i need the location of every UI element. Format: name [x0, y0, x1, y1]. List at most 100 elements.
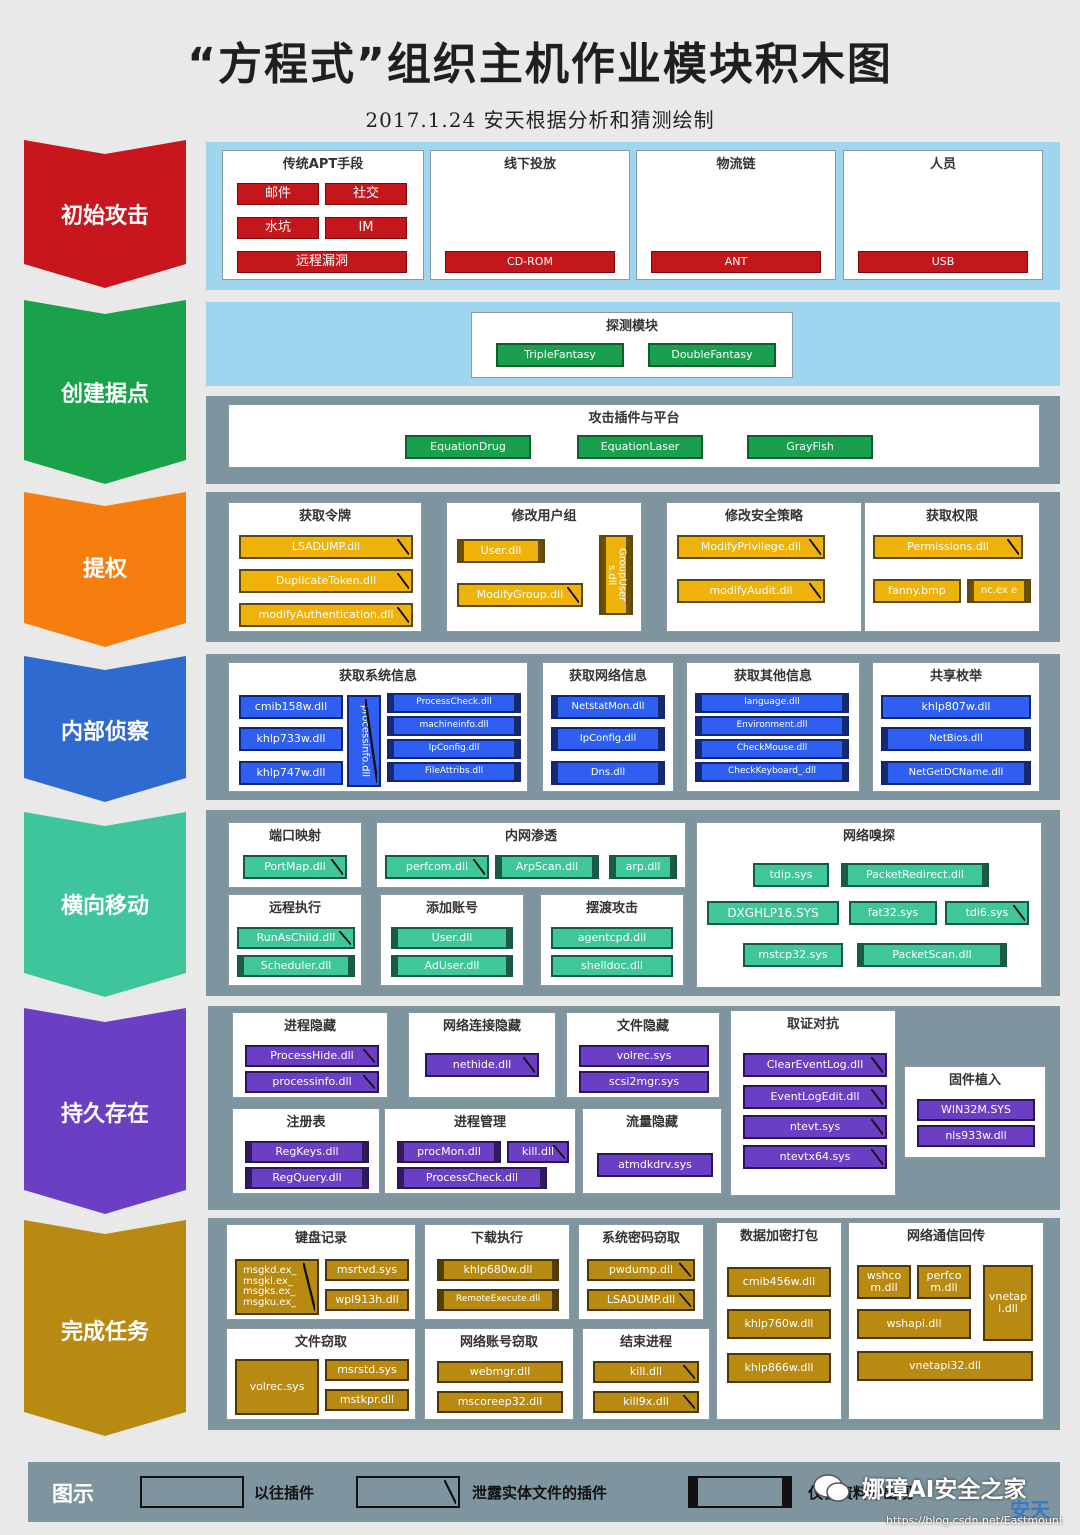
sniff-item: tdi6.sys [945, 901, 1029, 925]
forensic-item: ntevtx64.sys [743, 1145, 887, 1169]
registry-box: 注册表 RegKeys.dll RegQuery.dll [232, 1108, 380, 1194]
sysinfo-item: machineinfo.dll [387, 716, 521, 736]
probe-item: DoubleFantasy [648, 343, 776, 367]
sysinfo-item: IpConfig.dll [387, 739, 521, 759]
sysinfo-box: 获取系统信息 cmib158w.dll khlp733w.dll khlp747… [228, 662, 528, 792]
killproc-box: 结束进程 kill.dll kill9x.dll [582, 1328, 710, 1420]
portmap-title: 端口映射 [268, 829, 321, 844]
sniff-item: PacketRedirect.dll [841, 863, 989, 887]
apt-item: 水坑 [237, 217, 319, 239]
ferry-box: 摆渡攻击 agentcpd.dll shelldoc.dll [540, 894, 684, 986]
ferry-item: shelldoc.dll [551, 955, 673, 977]
pwdsteal-title: 系统密码窃取 [601, 1231, 680, 1246]
prochide-box: 进程隐藏 ProcessHide.dll processinfo.dll [232, 1012, 388, 1098]
sysinfo-item: khlp733w.dll [239, 727, 343, 751]
page-title: “方程式”组织主机作业模块积木图 [187, 39, 893, 90]
encrypt-item: cmib456w.dll [727, 1267, 831, 1297]
group-item: User.dll [457, 539, 545, 563]
perm-box: 获取权限 Permissions.dll fanny.bmp nc.ex e [864, 502, 1040, 632]
intranet-title: 内网渗透 [504, 829, 557, 844]
wechat-icon [812, 1472, 852, 1504]
probe-panel: 探测模块 TripleFantasy DoubleFantasy [206, 302, 1060, 386]
forensic-item: EventLogEdit.dll [743, 1085, 887, 1109]
stage-label: 内部侦察 [60, 720, 149, 745]
platform-item: EquationLaser [577, 435, 703, 459]
token-item: modifyAuthentication.dll [239, 603, 413, 627]
killproc-title: 结束进程 [619, 1335, 672, 1350]
otherinfo-title: 获取其他信息 [733, 669, 812, 684]
procmgmt-item: kill.dll [507, 1141, 569, 1163]
legend-label-leaked: 泄露实体文件的插件 [472, 1484, 608, 1502]
legend-title: 图示 [52, 1482, 94, 1506]
stage-escalation: 提权 [24, 492, 186, 647]
perm-title: 获取权限 [925, 509, 978, 524]
sysinfo-item: ProcessCheck.dll [387, 693, 521, 713]
intranet-item: perfcom.dll [385, 855, 489, 879]
killproc-item: kill9x.dll [593, 1391, 699, 1413]
recon-panel: 获取系统信息 cmib158w.dll khlp733w.dll khlp747… [206, 654, 1060, 800]
platform-title: 攻击插件与平台 [588, 411, 680, 426]
sysinfo-item: khlp747w.dll [239, 761, 343, 785]
netcomm-box: 网络通信回传 wshco m.dll perfco m.dll vnetap i… [848, 1222, 1044, 1420]
procmgmt-item: procMon.dll [397, 1141, 501, 1163]
registry-title: 注册表 [286, 1115, 326, 1130]
filesteal-item: volrec.sys [235, 1359, 319, 1415]
download-item: RemoteExecute.dll [437, 1289, 559, 1311]
watermark-text: 娜璋AI安全之家 [862, 1477, 1027, 1503]
sniff-item: tdip.sys [753, 863, 829, 887]
acctsteal-item: webmgr.dll [437, 1361, 563, 1383]
flowhide-box: 流量隐藏 atmdkdrv.sys [582, 1108, 722, 1194]
stage-complete: 完成任务 [24, 1220, 186, 1436]
intranet-item: ArpScan.dll [495, 855, 599, 879]
netcomm-item: wshapi.dll [857, 1309, 971, 1339]
token-title: 获取令牌 [298, 509, 351, 524]
forensic-item: ntevt.sys [743, 1115, 887, 1139]
netinfo-item: IpConfig.dll [551, 727, 665, 751]
filehide-title: 文件隐藏 [616, 1019, 669, 1034]
sniff-box: 网络嗅探 tdip.sys PacketRedirect.dll DXGHLP1… [696, 822, 1042, 988]
netconnhide-box: 网络连接隐藏 nethide.dll [408, 1012, 556, 1098]
personnel-box: 人员 USB [843, 150, 1043, 280]
filesteal-item: msrstd.sys [325, 1359, 409, 1381]
token-item: LSADUMP.dll [239, 535, 413, 559]
account-item: User.dll [391, 927, 513, 949]
share-item: NetBios.dll [881, 727, 1031, 751]
download-item: khlp680w.dll [437, 1259, 559, 1281]
netinfo-title: 获取网络信息 [568, 669, 647, 684]
group-item: ModifyGroup.dll [457, 583, 583, 607]
stage-label: 横向移动 [60, 894, 149, 919]
sysinfo-vertical: processinfo.dll [347, 695, 381, 787]
pwdsteal-box: 系统密码窃取 pwdump.dll LSADUMP.dll [578, 1224, 704, 1320]
token-item: DuplicateToken.dll [239, 569, 413, 593]
filesteal-item: mstkpr.dll [325, 1389, 409, 1411]
sniff-item: PacketScan.dll [857, 943, 1007, 967]
sniff-item: mstcp32.sys [743, 943, 843, 967]
netcomm-item: vnetapi32.dll [857, 1351, 1033, 1381]
apt-item: IM [325, 217, 407, 239]
remote-title: 远程执行 [268, 901, 321, 916]
firmware-box: 固件植入 WIN32M.SYS nls933w.dll [904, 1066, 1046, 1158]
stage-label: 完成任务 [60, 1320, 149, 1345]
apt-box: 传统APT手段 邮件 社交 水坑 IM 远程漏洞 [222, 150, 424, 280]
filesteal-box: 文件窃取 volrec.sys msrstd.sys mstkpr.dll [226, 1328, 416, 1420]
legend-swatch-leaked [356, 1476, 460, 1508]
stage-foothold: 创建据点 [24, 300, 186, 484]
stage-label: 初始攻击 [60, 204, 149, 229]
page-subtitle: 2017.1.24 安天根据分析和猜测绘制 [365, 108, 715, 132]
filehide-item: scsi2mgr.sys [579, 1071, 709, 1093]
portmap-box: 端口映射 PortMap.dll [228, 822, 362, 888]
legend-swatch-docs [688, 1476, 792, 1508]
apt-item: 远程漏洞 [237, 251, 407, 273]
personnel-title: 人员 [929, 157, 956, 172]
probe-title: 探测模块 [605, 319, 658, 334]
stage-initial-attack: 初始攻击 [24, 140, 186, 288]
sniff-title: 网络嗅探 [842, 829, 895, 844]
group-item-vertical: GroupUser s.dll [599, 535, 633, 615]
acctsteal-title: 网络账号窃取 [459, 1335, 538, 1350]
pwdsteal-item: LSADUMP.dll [587, 1289, 695, 1311]
apt-title: 传统APT手段 [282, 157, 364, 172]
otherinfo-item: language.dll [695, 693, 849, 713]
brand-logo-text: 安天 [1010, 1498, 1050, 1522]
stage-lateral: 横向移动 [24, 812, 186, 997]
acctsteal-item: mscoreep32.dll [437, 1391, 563, 1413]
